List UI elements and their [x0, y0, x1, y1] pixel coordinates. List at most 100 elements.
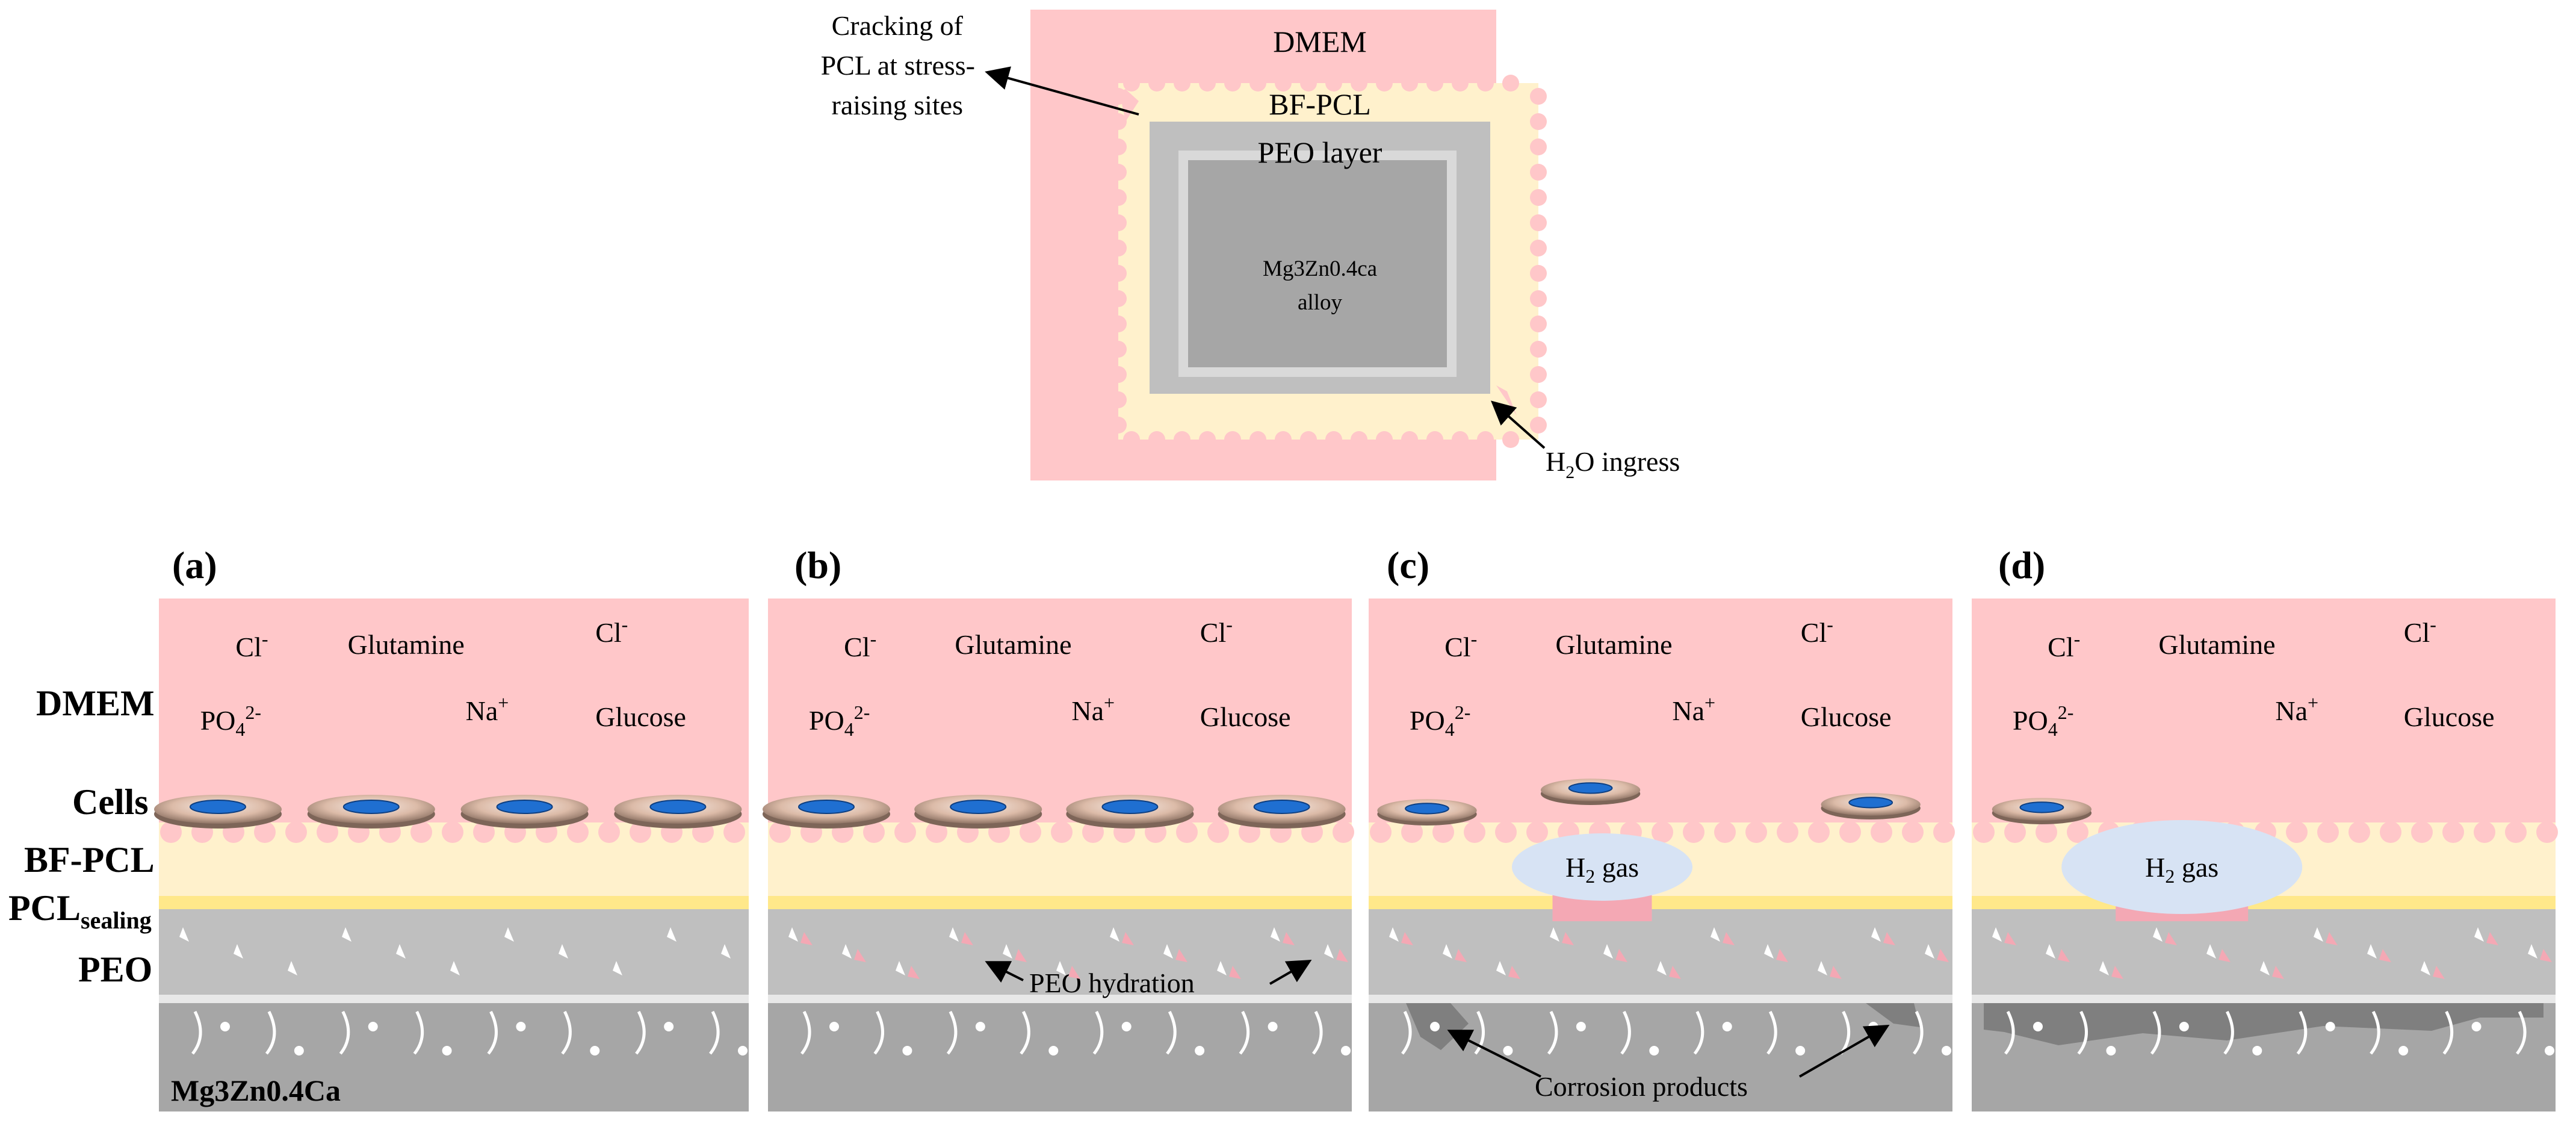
bf-pcl-pore	[473, 821, 495, 843]
phosphate-ion-label: PO42-	[2013, 701, 2073, 740]
bf-pcl-pore	[1199, 431, 1216, 448]
panel-d-dmem-layer	[1972, 598, 2556, 822]
phosphate-ion-label: PO42-	[1410, 701, 1470, 740]
panel-a-dmem-layer	[159, 598, 749, 822]
bf-pcl-pore	[2067, 821, 2088, 843]
bf-pcl-pore	[1530, 138, 1547, 155]
phosphate-ion-label: PO42-	[809, 701, 870, 740]
cell-nucleus	[1101, 800, 1159, 814]
bf-pcl-pore	[723, 821, 745, 843]
bf-pcl-pore	[1777, 821, 1798, 843]
peo-pore	[667, 927, 677, 942]
precipitate	[1942, 1046, 1951, 1056]
bf-pcl-pore	[2505, 821, 2527, 843]
peo-pore	[1992, 927, 2002, 942]
precipitate	[664, 1022, 674, 1031]
bf-pcl-pore	[1745, 821, 1767, 843]
bf-pcl-pore	[1174, 431, 1190, 448]
bf-pcl-pore	[1530, 189, 1547, 206]
bf-pcl-pore	[410, 821, 432, 843]
peo-pore	[179, 927, 189, 942]
precipitate	[2252, 1046, 2262, 1056]
grain-boundary	[2223, 1010, 2234, 1055]
h2-gas-label: H2 gas	[2145, 852, 2218, 887]
peo-hydration-spot	[2486, 932, 2498, 945]
side-label-pcl-sealing: PCLsealing	[8, 888, 152, 934]
precipitate	[1268, 1022, 1278, 1031]
peo-pore	[1603, 944, 1613, 959]
bf-pcl-pore	[1351, 75, 1367, 92]
bf-pcl-pore	[1432, 821, 1454, 843]
schematic-dmem-label: DMEM	[1273, 25, 1367, 58]
grain-boundary	[800, 1010, 811, 1055]
peo-pore	[504, 927, 514, 942]
panel-d-peo-layer	[1972, 909, 2556, 998]
panel-d-interface-line	[1972, 995, 2556, 1003]
bf-pcl-pore	[1426, 75, 1443, 92]
panel-b-peo-layer	[768, 909, 1352, 998]
chloride-ion-label: Cl-	[1444, 628, 1477, 662]
panel-c-peo-layer	[1369, 909, 1952, 998]
precipitate	[1195, 1046, 1205, 1056]
bf-pcl-pore	[1176, 821, 1198, 843]
grain-boundary	[873, 1010, 885, 1055]
bf-pcl-pore	[1530, 316, 1547, 332]
precipitate	[1795, 1046, 1806, 1056]
peo-hydration-spot	[2165, 932, 2177, 945]
peo-pore	[842, 944, 852, 959]
bf-pcl-pore	[254, 821, 276, 843]
bf-pcl-pore	[1502, 431, 1519, 448]
bf-pcl-pore	[1110, 138, 1127, 155]
grain-boundary	[1020, 1010, 1030, 1055]
peo-pore	[1271, 927, 1280, 942]
bf-pcl-pore	[317, 821, 338, 843]
bf-pcl-pore	[2286, 821, 2308, 843]
peo-pore	[1056, 961, 1066, 975]
bf-pcl-pore	[894, 821, 916, 843]
panel-b-interface-line	[768, 995, 1352, 1003]
peo-pore	[1110, 927, 1119, 942]
peo-pore	[1443, 944, 1452, 959]
grain-boundary	[2150, 1010, 2161, 1055]
bf-pcl-pore	[1871, 821, 1892, 843]
precipitate	[516, 1022, 526, 1031]
grain-boundary	[1239, 1010, 1250, 1055]
h2o-ingress-arrow	[1491, 400, 1546, 449]
peo-pore	[1163, 944, 1173, 959]
peo-pore	[788, 927, 798, 942]
peo-pore	[2367, 944, 2377, 959]
bf-pcl-pore	[1275, 431, 1292, 448]
bf-pcl-pore	[2474, 821, 2495, 843]
peo-pore	[1217, 961, 1227, 975]
cell	[154, 795, 282, 829]
bf-pcl-pore	[1110, 189, 1127, 206]
bf-pcl-pore	[1110, 290, 1127, 307]
bf-pcl-pore	[2536, 821, 2558, 843]
bf-pcl-pore	[2348, 821, 2370, 843]
grain-boundary	[1166, 1010, 1177, 1055]
bf-pcl-pore	[1452, 431, 1469, 448]
bf-pcl-pore	[1123, 75, 1140, 92]
peo-pore	[1389, 927, 1399, 942]
precipitate	[220, 1022, 230, 1031]
panel-b-annotation-arrow-left	[985, 961, 1024, 983]
bf-pcl-pore	[1376, 431, 1393, 448]
sodium-ion-label: Na+	[1672, 692, 1715, 726]
chloride-ion-label: Cl-	[2404, 614, 2436, 648]
peo-pore	[2099, 961, 2109, 975]
precipitate	[2325, 1022, 2335, 1031]
peo-pore	[2474, 927, 2484, 942]
bf-pcl-pore	[160, 821, 182, 843]
peo-hydration-spot	[1229, 966, 1241, 979]
cell-nucleus	[2019, 801, 2064, 813]
precipitate	[738, 1046, 748, 1056]
panel-a-peo-layer	[159, 909, 749, 998]
grain-boundary	[1766, 1010, 1777, 1055]
bf-pcl-pore	[1110, 417, 1127, 434]
panel-c-interface-line	[1369, 995, 1952, 1003]
bf-pcl-pore	[2317, 821, 2339, 843]
bf-pcl-pore	[1249, 75, 1266, 92]
glucose-label: Glucose	[1200, 701, 1291, 732]
glucose-label: Glucose	[595, 701, 686, 732]
